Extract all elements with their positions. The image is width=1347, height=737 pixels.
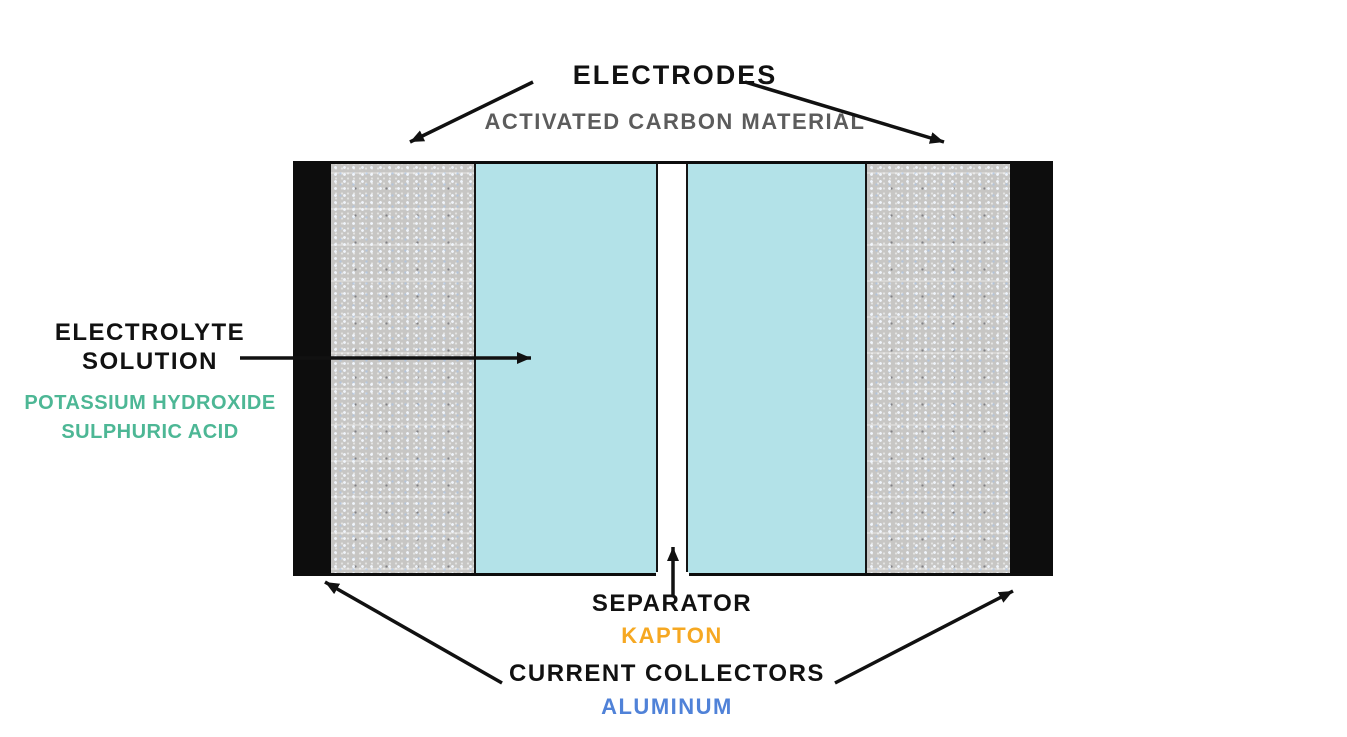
collectors-subtitle: ALUMINUM [601,694,733,719]
collectors-label: CURRENT COLLECTORS ALUMINUM [467,660,867,720]
current-collector-left [296,164,331,573]
electrolyte-region-right [688,164,865,573]
electrode-left [331,164,476,573]
collectors-title: CURRENT COLLECTORS [509,660,825,687]
electrodes-subtitle: ACTIVATED CARBON MATERIAL [484,109,866,134]
electrodes-label: ELECTRODES ACTIVATED CARBON MATERIAL [375,60,975,135]
separator-title: SEPARATOR [591,590,753,617]
capacitor-body [293,161,1053,576]
electrolyte-label: ELECTROLYTE SOLUTION POTASSIUM HYDROXIDE… [2,318,298,447]
separator-region [656,164,688,573]
electrolyte-title-line1: ELECTROLYTE [54,319,246,346]
electrode-right [865,164,1010,573]
electrodes-title: ELECTRODES [572,60,778,90]
electrolyte-region-left [476,164,656,573]
separator-label: SEPARATOR KAPTON [522,590,822,649]
electrolyte-title-line2: SOLUTION [82,348,218,375]
separator-subtitle: KAPTON [621,623,723,648]
electrolyte-subtitle-line1: POTASSIUM HYDROXIDE [24,392,276,414]
electrolyte-subtitle-line2: SULPHURIC ACID [61,421,239,443]
separator-border-gap [656,572,689,578]
current-collector-right [1010,164,1050,573]
